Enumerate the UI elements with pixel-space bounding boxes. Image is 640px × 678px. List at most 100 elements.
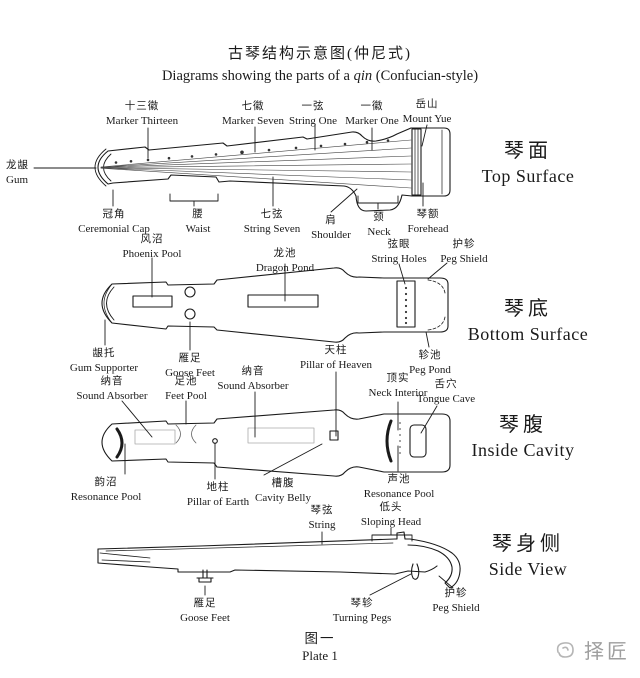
label-string-one: 一弦 String One [289, 100, 337, 128]
section-label-top-surface: 琴面 Top Surface [482, 134, 575, 187]
label-turning-pegs-zh: 琴轸 [350, 598, 374, 609]
label-mount-yue-zh: 岳山 [415, 99, 439, 110]
label-feet-pool: 足池 Feet Pool [165, 375, 207, 403]
label-string-side-zh: 琴弦 [310, 505, 334, 516]
label-peg-shield-bottom: 护轸 Peg Shield [440, 238, 487, 266]
label-neck-zh: 颈 [373, 212, 385, 223]
section-bottom-surface-en: Bottom Surface [467, 324, 589, 344]
label-peg-shield-bottom-en: Peg Shield [440, 252, 488, 265]
label-dragon-pond-zh: 龙池 [273, 248, 297, 259]
label-resonance-pool-right-en: Resonance Pool [363, 487, 435, 500]
watermark-logo-icon [556, 641, 574, 658]
label-neck-interior: 顶实 Neck Interior [369, 372, 428, 400]
side-turning-peg [410, 563, 420, 580]
label-marker-one-zh: 一徽 [360, 101, 384, 112]
label-forehead: 琴额 Forehead [408, 208, 449, 236]
label-sloping-head-zh: 低头 [379, 502, 403, 513]
label-waist-en: Waist [185, 222, 211, 235]
section-label-side-view: 琴身侧 Side View [489, 527, 568, 580]
label-resonance-pool-left: 韵沼 Resonance Pool [71, 476, 142, 504]
label-phoenix-pool: 风沼 Phoenix Pool [123, 233, 182, 261]
subtitle-suffix: (Confucian-style) [372, 68, 479, 84]
label-feet-pool-en: Feet Pool [165, 389, 207, 402]
label-tongue-cave: 舌穴 Tongue Cave [417, 378, 475, 406]
label-resonance-pool-left-en: Resonance Pool [70, 490, 142, 503]
label-marker-seven-zh: 七徽 [241, 101, 265, 112]
label-mount-yue-en: Mount Yue [402, 112, 452, 125]
inside-cavity-leader-lines [121, 371, 438, 480]
label-string-seven-en: String Seven [243, 222, 301, 235]
label-string-holes: 弦眼 String Holes [371, 238, 426, 266]
label-cavity-belly-zh: 槽腹 [271, 478, 295, 489]
label-resonance-pool-right: 声池 Resonance Pool [364, 473, 435, 501]
label-pillar-of-heaven-en: Pillar of Heaven [299, 358, 373, 371]
section-inside-cavity-en: Inside Cavity [471, 440, 575, 460]
label-sound-absorber-left: 纳音 Sound Absorber [76, 375, 147, 403]
label-gum: 龙龈 Gum [6, 159, 29, 187]
bottom-surface-leader-lines [104, 257, 448, 351]
label-feet-pool-zh: 足池 [174, 376, 198, 387]
page-title: 古琴结构示意图(仲尼式) [228, 46, 412, 62]
label-waist-zh: 腰 [192, 209, 204, 220]
side-view-leader-lines [204, 527, 454, 596]
label-sound-absorber-mid: 纳音 Sound Absorber [217, 365, 288, 393]
label-string-side-en: String [308, 518, 336, 531]
label-pillar-of-earth-en: Pillar of Earth [186, 495, 250, 508]
label-peg-shield-side: 护轸 Peg Shield [432, 587, 479, 615]
label-shoulder-zh: 肩 [325, 215, 337, 226]
bottom-surface-outline [101, 267, 449, 343]
label-resonance-pool-right-zh: 声池 [387, 474, 411, 485]
label-goose-feet-side: 雁足 Goose Feet [180, 597, 230, 625]
label-neck: 颈 Neck [367, 211, 390, 239]
label-neck-interior-en: Neck Interior [368, 386, 428, 399]
label-marker-thirteen-zh: 十三徽 [124, 101, 160, 112]
section-top-surface-en: Top Surface [481, 166, 575, 186]
section-inside-cavity-zh: 琴腹 [499, 414, 547, 436]
label-pillar-of-earth: 地柱 Pillar of Earth [187, 481, 249, 509]
top-surface-leader-lines [33, 124, 428, 213]
label-marker-one-en: Marker One [345, 114, 399, 127]
label-dragon-pond-en: Dragon Pond [255, 261, 315, 274]
top-surface-strings [100, 139, 412, 189]
side-view-outline [97, 531, 461, 589]
label-gum-supporter-en: Gum Supporter [69, 361, 139, 374]
label-forehead-en: Forehead [407, 222, 449, 235]
section-side-view-zh: 琴身侧 [492, 533, 564, 555]
label-phoenix-pool-zh: 风沼 [140, 234, 164, 245]
label-gum-zh: 龙龈 [6, 160, 29, 171]
label-string-one-zh: 一弦 [301, 101, 325, 112]
label-peg-pond: 轸池 Peg Pond [409, 349, 451, 377]
label-phoenix-pool-en: Phoenix Pool [122, 247, 182, 260]
label-tongue-cave-zh: 舌穴 [434, 379, 458, 390]
label-pillar-of-heaven-zh: 天柱 [324, 345, 348, 356]
label-turning-pegs: 琴轸 Turning Pegs [333, 597, 392, 625]
label-string-holes-en: String Holes [371, 252, 427, 265]
top-surface-outline [94, 127, 451, 212]
label-forehead-zh: 琴额 [416, 209, 440, 220]
inside-cavity-outline [101, 409, 451, 477]
label-peg-pond-zh: 轸池 [418, 350, 442, 361]
label-string-seven-zh: 七弦 [260, 209, 284, 220]
label-pillar-of-earth-zh: 地柱 [206, 482, 230, 493]
label-sloping-head-en: Sloping Head [360, 515, 422, 528]
watermark: 择匠 [553, 635, 630, 664]
label-resonance-pool-left-zh: 韵沼 [94, 477, 118, 488]
label-string-seven: 七弦 String Seven [244, 208, 301, 236]
inside-cavity-details [115, 419, 427, 463]
label-sound-absorber-mid-en: Sound Absorber [217, 379, 289, 392]
label-cavity-belly-en: Cavity Belly [255, 491, 311, 504]
subtitle-qin-italic: qin [353, 68, 373, 84]
label-goose-feet-bottom: 雁足 Goose Feet [165, 352, 215, 380]
label-goose-feet-side-zh: 雁足 [193, 598, 217, 609]
label-neck-en: Neck [367, 225, 391, 238]
label-ceremonial-cap-zh: 冠角 [102, 209, 126, 220]
watermark-text: 择匠 [584, 641, 630, 663]
string-holes-dots [404, 286, 408, 325]
page-subtitle: Diagrams showing the parts of a qin (Con… [162, 68, 478, 85]
label-gum-en: Gum [6, 173, 28, 186]
label-sound-absorber-left-en: Sound Absorber [76, 389, 148, 402]
side-goose-foot-peg [196, 569, 214, 583]
label-shoulder: 肩 Shoulder [311, 214, 351, 242]
